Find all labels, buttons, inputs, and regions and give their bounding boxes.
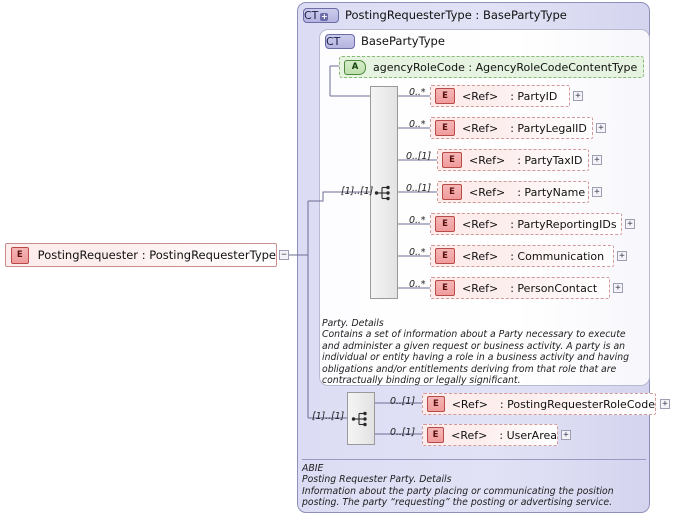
element-partyid[interactable]: E <Ref> : PartyID (430, 85, 570, 107)
element-personcontact[interactable]: E <Ref> : PersonContact (430, 277, 610, 299)
element-partyreportingids[interactable]: E <Ref> : PartyReportingIDs (430, 213, 622, 235)
root-collapse-toggle[interactable]: − (279, 250, 289, 260)
attribute-agencyrolecode[interactable]: A agencyRoleCode : AgencyRoleCodeContent… (339, 56, 644, 78)
element-partylegalid[interactable]: E <Ref> : PartyLegalID (430, 117, 593, 139)
element-icon: E (427, 396, 445, 412)
element-expand-toggle-userarea[interactable]: + (561, 430, 571, 440)
element-icon: E (435, 248, 455, 264)
complextype-header-basepartytype: CT BasePartyType (325, 33, 625, 49)
element-name-label: : PartyName (517, 185, 586, 199)
element-name-label: : PartyID (510, 89, 558, 103)
element-postingrequesterrolecode[interactable]: E <Ref> : PostingRequesterRoleCode (422, 393, 656, 415)
element-partytaxid[interactable]: E <Ref> : PartyTaxID (437, 149, 589, 171)
element-expand-toggle-partyreportingids[interactable]: + (625, 219, 635, 229)
element-name-label: : Communication (510, 249, 605, 263)
documentation-party: Party. Details Contains a set of informa… (322, 318, 630, 387)
cardinality-sequence-baseparty: [1]..[1] (341, 186, 374, 197)
complextype-header-postingrequestertype: CT+ PostingRequesterType : BasePartyType (303, 6, 643, 24)
documentation-separator (302, 459, 646, 460)
cardinality-sequence-postingrequester: [1]..[1] (312, 411, 345, 422)
sequence-compositor-baseparty[interactable] (370, 86, 398, 299)
element-ref-label: <Ref> (462, 281, 499, 295)
element-name-label: : PartyReportingIDs (510, 217, 617, 231)
element-icon: E (442, 152, 462, 168)
complextype-plus-icon[interactable]: CT+ (303, 7, 339, 23)
element-name-label: : PersonContact (510, 281, 598, 295)
element-userarea[interactable]: E <Ref> : UserArea (422, 424, 558, 446)
complextype-icon: CT (325, 33, 355, 49)
complextype-title-basepartytype: BasePartyType (361, 34, 445, 48)
element-icon: E (11, 246, 29, 264)
element-icon: E (442, 184, 462, 200)
cardinality-personcontact: 0..* (409, 279, 426, 290)
element-icon: E (435, 120, 455, 136)
element-name-label: : PostingRequesterRoleCode (499, 397, 655, 411)
element-name-label: : UserArea (499, 428, 557, 442)
element-expand-toggle-postingrequesterrolecode[interactable]: + (660, 399, 670, 409)
element-icon: E (435, 280, 455, 296)
sequence-icon (374, 185, 390, 200)
cardinality-postingrequesterrolecode: 0..[1] (390, 396, 415, 407)
element-expand-toggle-partytaxid[interactable]: + (592, 155, 602, 165)
element-ref-label: <Ref> (462, 217, 499, 231)
documentation-abie: ABIE Posting Requester Party. Details In… (302, 463, 614, 509)
cardinality-partyname: 0..[1] (406, 183, 431, 194)
element-expand-toggle-personcontact[interactable]: + (613, 283, 623, 293)
sequence-compositor-postingrequester[interactable] (347, 392, 375, 445)
element-ref-label: <Ref> (462, 121, 499, 135)
cardinality-partyreportingids: 0..* (409, 215, 426, 226)
element-icon: E (427, 427, 445, 443)
element-ref-label: <Ref> (462, 249, 499, 263)
cardinality-partyid: 0..* (409, 87, 426, 98)
element-ref-label: <Ref> (451, 428, 488, 442)
element-expand-toggle-communication[interactable]: + (617, 251, 627, 261)
root-element-label: PostingRequester : PostingRequesterType (37, 248, 276, 262)
root-element-postingrequester[interactable]: E PostingRequester : PostingRequesterTyp… (5, 243, 277, 267)
complextype-title-postingrequestertype: PostingRequesterType : BasePartyType (345, 8, 567, 22)
element-ref-label: <Ref> (469, 153, 506, 167)
element-communication[interactable]: E <Ref> : Communication (430, 245, 614, 267)
element-icon: E (435, 216, 455, 232)
element-expand-toggle-partyname[interactable]: + (592, 187, 602, 197)
element-expand-toggle-partylegalid[interactable]: + (596, 123, 606, 133)
cardinality-partylegalid: 0..* (409, 119, 426, 130)
cardinality-userarea: 0..[1] (390, 427, 415, 438)
element-icon: E (435, 88, 455, 104)
element-name-label: : PartyLegalID (510, 121, 587, 135)
element-name-label: : PartyTaxID (517, 153, 583, 167)
element-expand-toggle-partyid[interactable]: + (573, 91, 583, 101)
cardinality-communication: 0..* (409, 247, 426, 258)
attribute-icon: A (344, 59, 366, 75)
cardinality-partytaxid: 0..[1] (406, 151, 431, 162)
attribute-label: agencyRoleCode : AgencyRoleCodeContentTy… (373, 60, 638, 74)
element-ref-label: <Ref> (462, 89, 499, 103)
element-partyname[interactable]: E <Ref> : PartyName (437, 181, 589, 203)
element-ref-label: <Ref> (451, 397, 488, 411)
element-ref-label: <Ref> (469, 185, 506, 199)
sequence-icon (351, 411, 367, 426)
